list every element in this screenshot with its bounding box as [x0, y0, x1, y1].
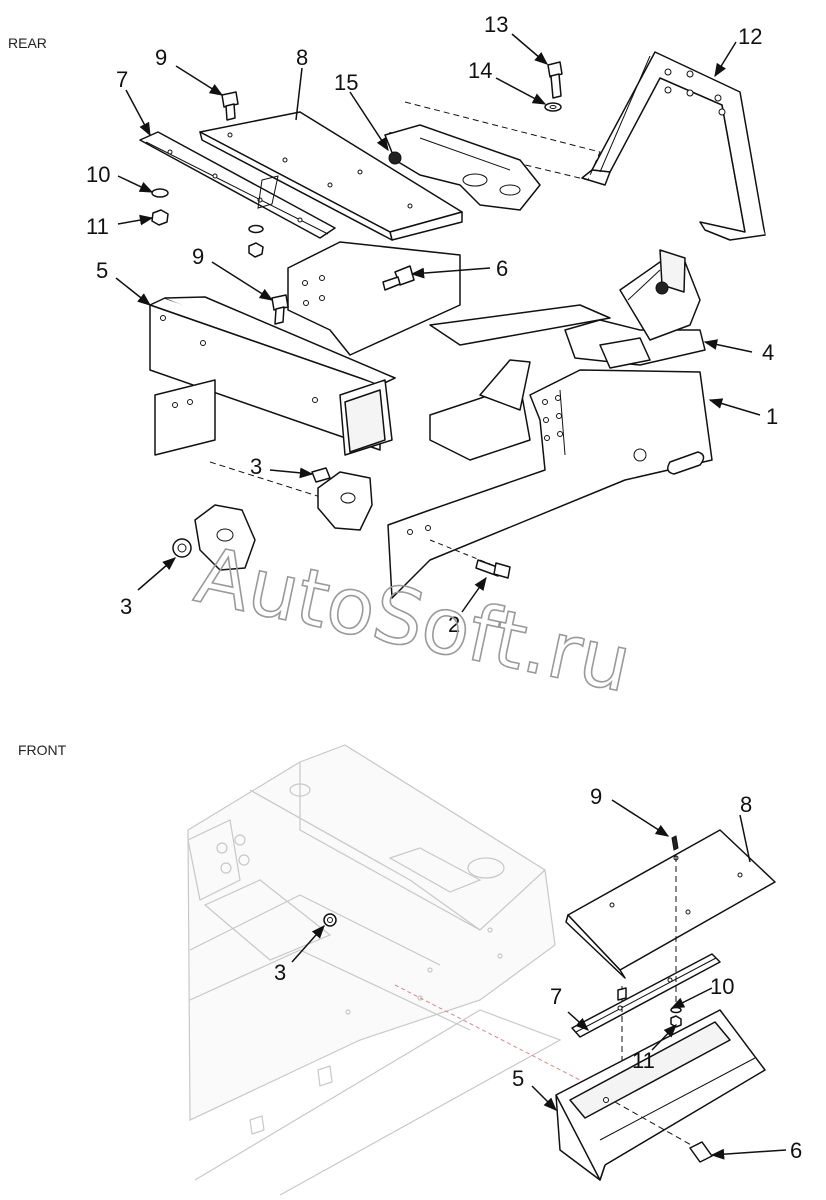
rear-nut-11 — [151, 209, 169, 226]
front-callout-11: 11 — [632, 1048, 655, 1073]
callout-4: 4 — [762, 340, 774, 365]
front-callouts: 9 8 3 7 10 11 5 6 — [274, 784, 802, 1163]
front-callout-6: 6 — [790, 1138, 802, 1163]
front-callout-8: 8 — [740, 792, 752, 817]
rear-part-4-hitch — [564, 249, 706, 369]
front-part-8-shield — [565, 829, 776, 979]
callout-9b: 9 — [192, 244, 204, 269]
rear-bolt-9-box — [271, 294, 289, 325]
front-callout-3: 3 — [274, 960, 286, 985]
callout-8: 8 — [296, 45, 308, 70]
front-part-7-hinge — [571, 953, 721, 1038]
callout-2: 2 — [448, 612, 460, 637]
rear-nuts-center — [248, 175, 279, 258]
front-leaders — [291, 799, 787, 1160]
callout-9: 9 — [155, 45, 167, 70]
front-section-label: FRONT — [18, 742, 67, 758]
rear-part-3-mounts — [172, 467, 373, 571]
front-callout-5: 5 — [512, 1066, 524, 1091]
callout-15: 15 — [334, 70, 358, 95]
rear-washer-14 — [544, 102, 562, 112]
rear-part-12-bracket — [581, 51, 766, 241]
callout-10: 10 — [86, 162, 110, 187]
callout-12: 12 — [738, 24, 762, 49]
callout-6: 6 — [496, 256, 508, 281]
rear-bolt-9-top — [221, 91, 239, 121]
callout-1: 1 — [766, 404, 778, 429]
front-frame-ghost — [187, 744, 562, 1196]
rear-assembly — [139, 51, 766, 599]
rear-part-15-plate — [384, 101, 601, 211]
rear-callouts: 9 8 7 15 13 14 12 10 11 5 9 6 4 1 3 3 2 — [86, 12, 778, 637]
front-callout-9: 9 — [590, 784, 602, 809]
front-part-5-box — [555, 1009, 766, 1181]
front-callout-10: 10 — [710, 974, 734, 999]
callout-3: 3 — [250, 454, 262, 479]
front-nut-3 — [323, 913, 337, 927]
callout-7: 7 — [116, 67, 128, 92]
callout-11: 11 — [86, 214, 109, 239]
rear-part-5-box — [149, 296, 396, 501]
front-callout-7: 7 — [550, 984, 562, 1009]
rear-nut-10 — [151, 188, 169, 198]
rear-part-8-shield — [199, 111, 463, 241]
front-reference-line — [394, 984, 616, 1099]
callout-3b: 3 — [120, 594, 132, 619]
callout-13: 13 — [484, 12, 508, 37]
rear-bolt-13 — [547, 61, 563, 99]
rear-bolt-6 — [382, 265, 415, 291]
rear-section-label: REAR — [8, 35, 47, 51]
callout-5: 5 — [96, 258, 108, 283]
rear-leaders — [115, 33, 761, 613]
rear-bolt-2 — [429, 539, 511, 579]
callout-14: 14 — [468, 58, 492, 83]
